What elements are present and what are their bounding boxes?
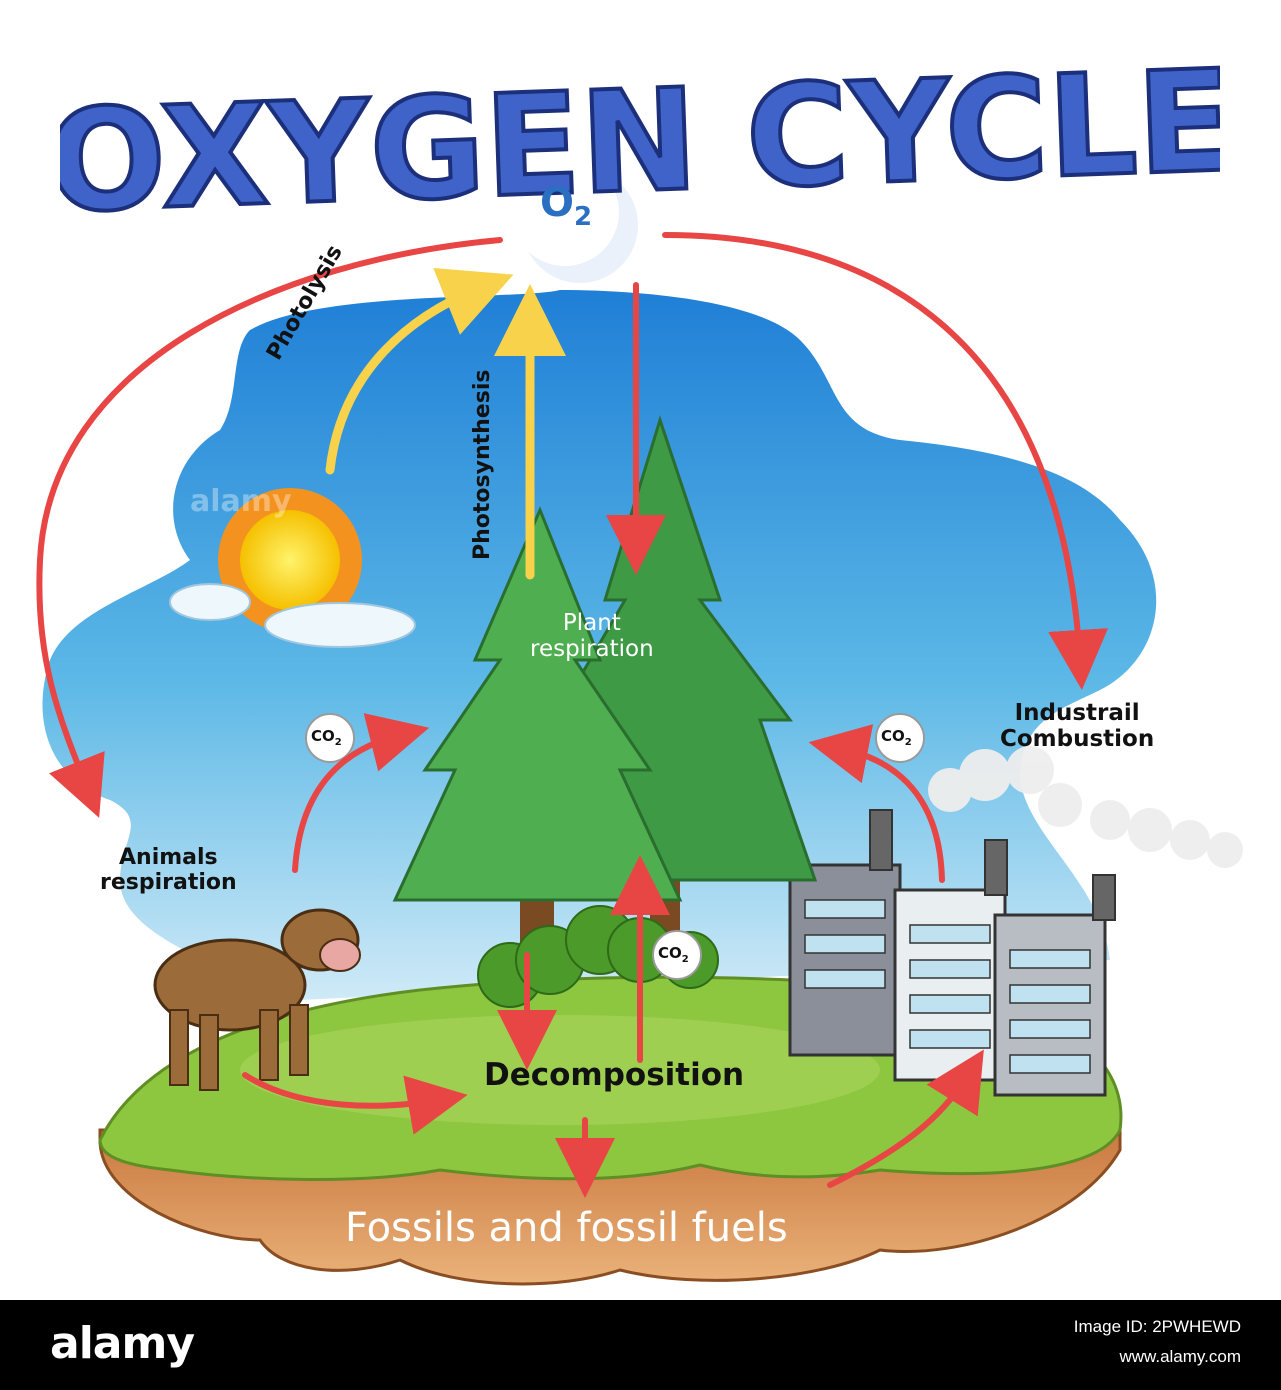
stock-footer-bar: alamy Image ID: 2PWHEWD www.alamy.com: [0, 1300, 1281, 1390]
grass-highlight: [240, 1015, 880, 1125]
co2-label-center: CO2: [658, 944, 689, 965]
co2-bubble-left: [305, 713, 355, 763]
arrow-fossils-to-industry: [827, 1049, 984, 1188]
diagram-artwork: [36, 158, 1243, 1286]
arrow-animals-co2: [292, 713, 430, 873]
sun-clouds: [169, 583, 416, 648]
arrow-o2-to-industry: [662, 232, 1109, 690]
co2-bubble-right: [875, 713, 925, 763]
arrow-o2-to-animals: [36, 237, 503, 818]
title-container: OXYGEN CYCLE: [60, 40, 1220, 240]
o2-label: O2: [540, 180, 593, 232]
watermark: alamy: [190, 484, 292, 519]
label-plant-respiration: Plant respiration: [530, 610, 654, 663]
label-animals-respiration: Animals respiration: [100, 845, 237, 896]
page-title: OXYGEN CYCLE: [60, 40, 1220, 240]
image-id: Image ID: 2PWHEWD: [1073, 1317, 1241, 1336]
co2-label-right: CO2: [881, 727, 912, 748]
o2-moon-badge: [511, 158, 638, 283]
o2-subscript: 2: [574, 202, 593, 232]
site-url: www.alamy.com: [1119, 1347, 1241, 1366]
title-art: OXYGEN CYCLE: [60, 40, 1220, 240]
cow-icon: [153, 908, 361, 1091]
arrow-animals-to-decomposition: [242, 1072, 468, 1135]
footer-meta: Image ID: 2PWHEWD www.alamy.com: [1074, 1312, 1241, 1372]
label-decomposition: Decomposition: [484, 1057, 745, 1093]
co2-left-subscript: 2: [334, 737, 342, 748]
co2-bubble-center: [652, 930, 702, 980]
alamy-logo: alamy: [50, 1318, 195, 1369]
label-photosynthesis: Photosynthesis: [470, 369, 495, 560]
label-industrial-combustion: Industrail Combustion: [1000, 700, 1155, 753]
co2-center-subscript: 2: [681, 954, 689, 965]
label-fossils: Fossils and fossil fuels: [345, 1205, 788, 1251]
oxygen-cycle-diagram: OXYGEN CYCLE O2 CO2 CO2 CO2 Photolysis P…: [36, 40, 1243, 1286]
sun-icon: [218, 488, 362, 632]
co2-label-left: CO2: [311, 727, 342, 748]
factory-buildings: [788, 746, 1243, 1097]
arrow-industry-co2: [808, 724, 945, 883]
arrow-photolysis: [325, 267, 514, 475]
co2-right-subscript: 2: [904, 737, 912, 748]
